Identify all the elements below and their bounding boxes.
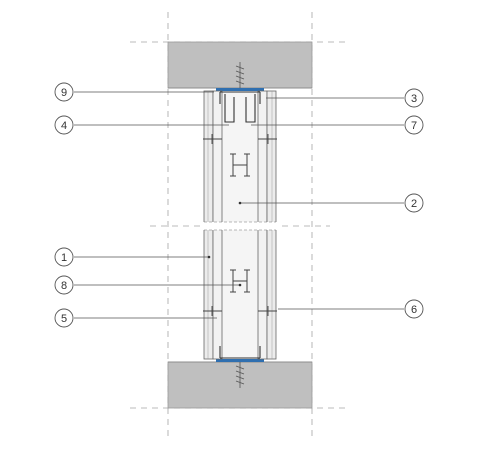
callout-1: 1 <box>54 247 74 267</box>
bottom-u-track <box>219 346 261 359</box>
callout-2-label: 2 <box>411 198 417 210</box>
callout-5: 5 <box>54 308 74 328</box>
leader-dots <box>207 201 242 287</box>
callout-1-label: 1 <box>61 252 67 264</box>
leader-lines <box>74 91 404 319</box>
callout-9-label: 9 <box>61 87 67 99</box>
callout-4: 4 <box>54 115 74 135</box>
callout-3: 3 <box>404 88 424 108</box>
top-anchor-icon <box>235 62 245 89</box>
callout-2: 2 <box>404 193 424 213</box>
fixing-screws <box>203 134 277 316</box>
bottom-seal-strip <box>216 359 264 362</box>
callout-6: 6 <box>404 299 424 319</box>
callout-7-label: 7 <box>411 120 417 132</box>
h-stud-marker-lower <box>230 269 250 293</box>
callout-8: 8 <box>54 275 74 295</box>
top-u-track <box>219 91 261 123</box>
callout-3-label: 3 <box>411 93 417 105</box>
callout-9: 9 <box>54 82 74 102</box>
bottom-anchor-icon <box>235 361 245 388</box>
callout-4-label: 4 <box>61 120 67 132</box>
callout-7: 7 <box>404 115 424 135</box>
callout-8-label: 8 <box>61 280 67 292</box>
callout-5-label: 5 <box>61 313 67 325</box>
wall-body <box>200 90 280 360</box>
h-stud-marker-upper <box>230 153 250 177</box>
callout-6-label: 6 <box>411 304 417 316</box>
top-seal-strip <box>216 88 264 91</box>
